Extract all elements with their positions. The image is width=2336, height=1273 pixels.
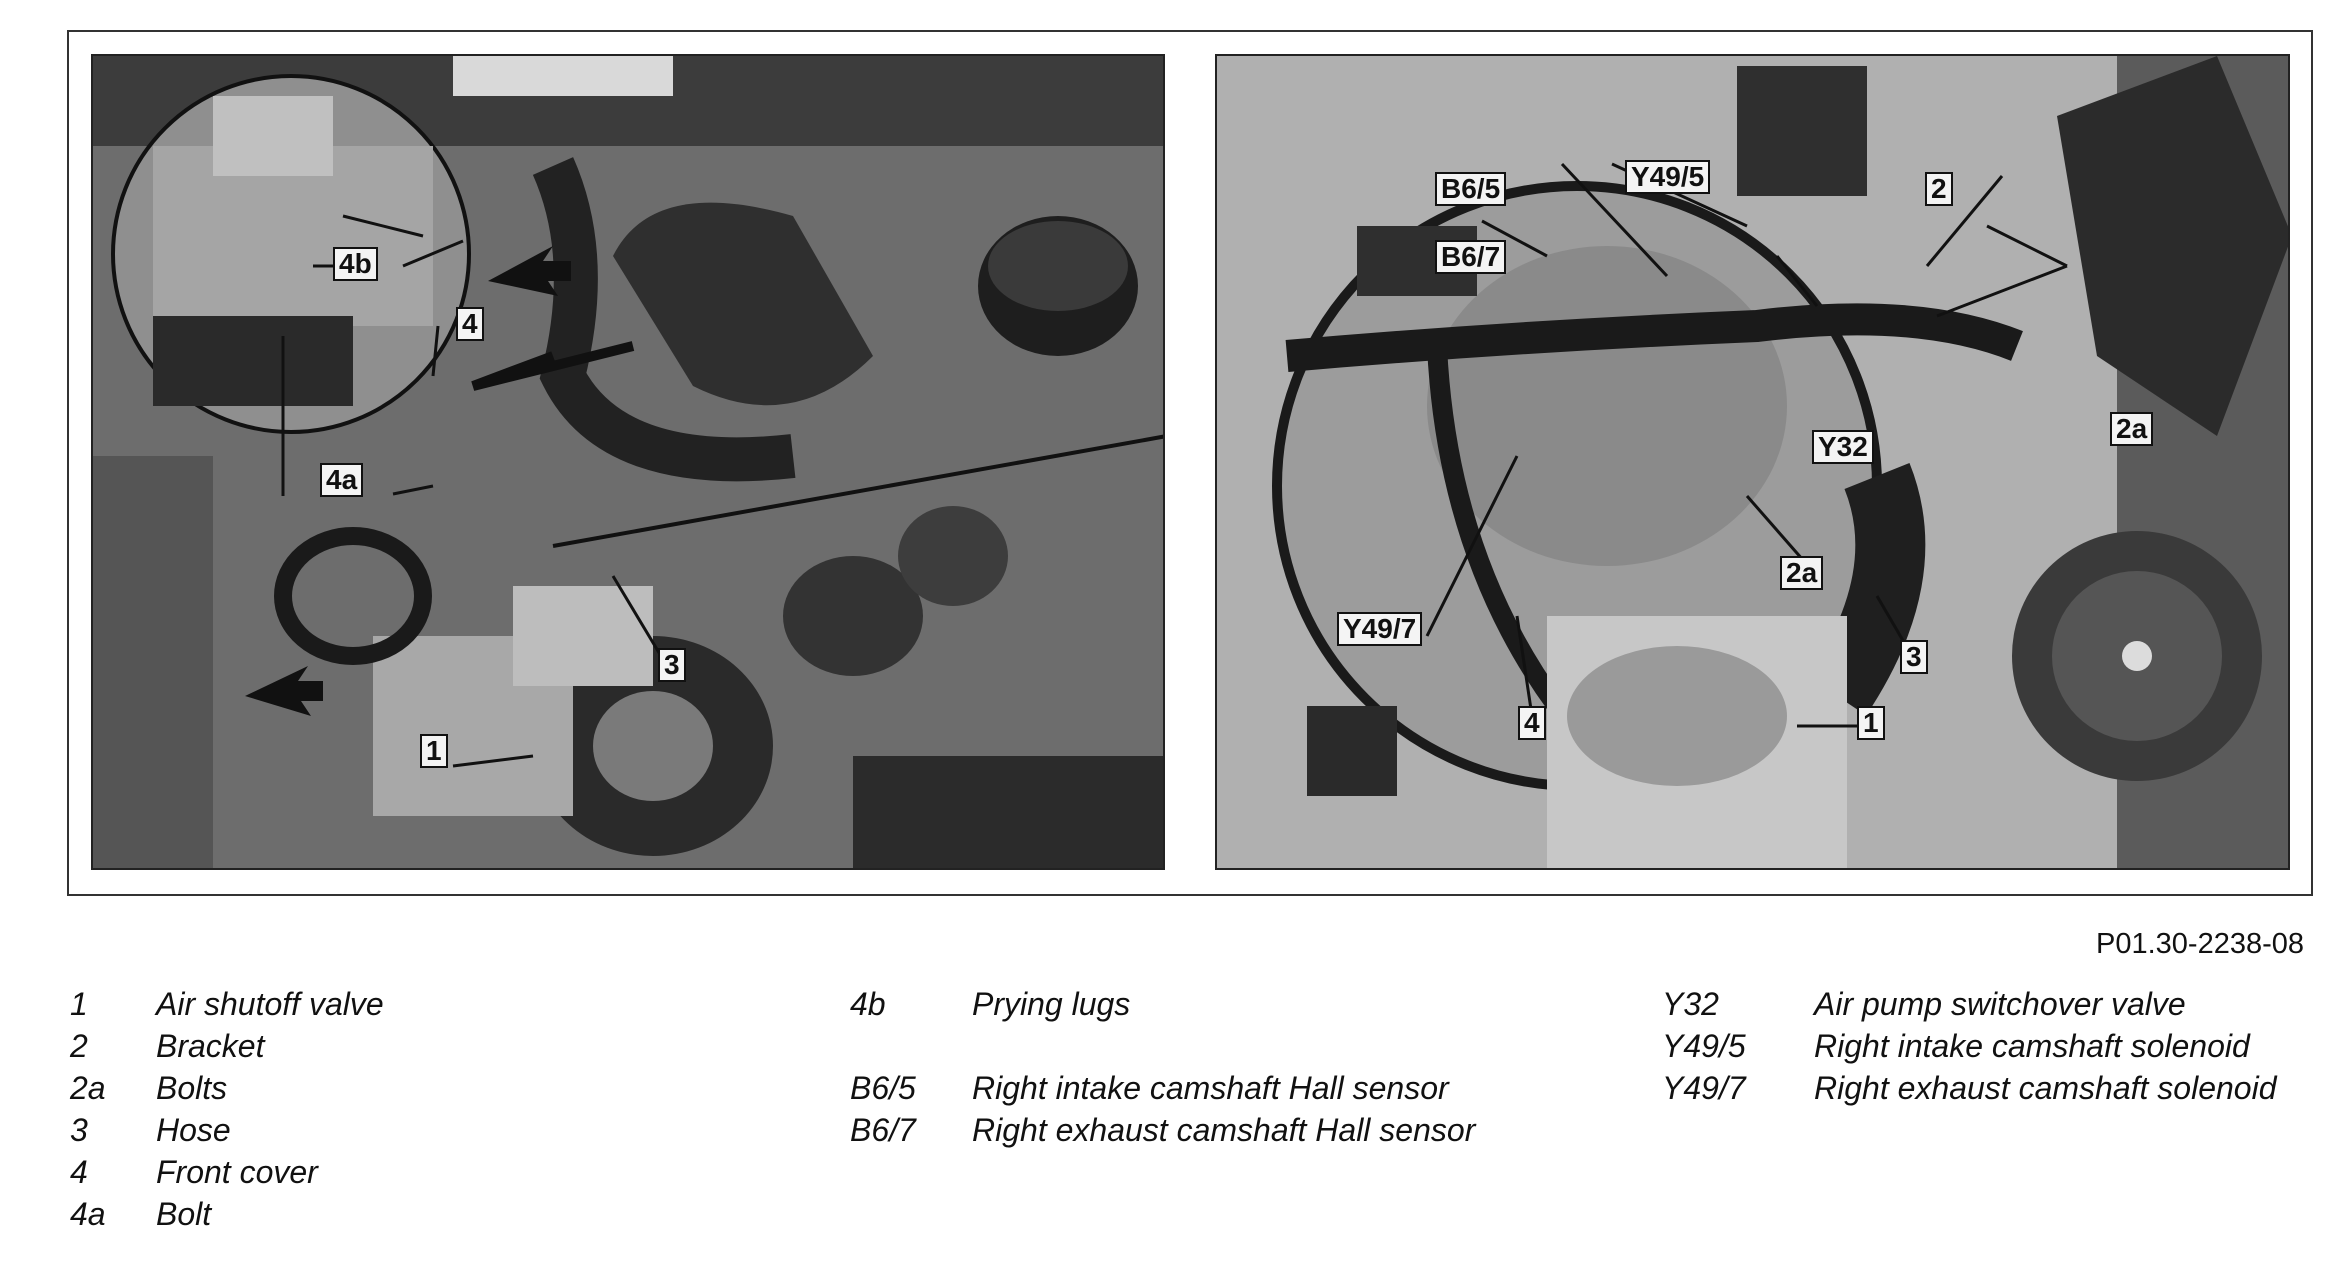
callout-2a-center: 2a xyxy=(1780,556,1824,590)
legend-row: 4a Bolt xyxy=(70,1196,770,1238)
legend-row: 1 Air shutoff valve xyxy=(70,986,770,1028)
legend-desc: Prying lugs xyxy=(972,986,1131,1022)
legend-code: 2a xyxy=(70,1070,106,1106)
legend-code: 1 xyxy=(70,986,88,1022)
legend-code: Y49/5 xyxy=(1662,1028,1746,1064)
legend-row: 2 Bracket xyxy=(70,1028,770,1070)
legend-code: 4a xyxy=(70,1196,106,1232)
legend-desc: Right intake camshaft solenoid xyxy=(1814,1028,2250,1064)
callout-b6-7: B6/7 xyxy=(1435,240,1507,274)
callout-y49-5: Y49/5 xyxy=(1625,160,1711,194)
legend-row: 2a Bolts xyxy=(70,1070,770,1112)
legend-desc: Front cover xyxy=(156,1154,318,1190)
legend-row: 3 Hose xyxy=(70,1112,770,1154)
legend-column-2: 4b Prying lugs B6/5 Right intake camshaft … xyxy=(850,986,1570,1154)
engine-photo-left xyxy=(91,54,1165,870)
legend-desc: Bolts xyxy=(156,1070,228,1106)
legend-code: 3 xyxy=(70,1112,88,1148)
callout-1: 1 xyxy=(420,734,448,768)
legend-desc: Right exhaust camshaft Hall sensor xyxy=(972,1112,1476,1148)
callout-4b: 4b xyxy=(333,247,378,281)
callout-4: 4 xyxy=(456,307,484,341)
legend-row: B6/7 Right exhaust camshaft Hall sensor xyxy=(850,1112,1570,1154)
legend-desc: Right intake camshaft Hall sensor xyxy=(972,1070,1449,1106)
legend-column-1: 1 Air shutoff valve 2 Bracket 2a Bolts 3 Hos… xyxy=(70,986,770,1238)
callout-y49-7: Y49/7 xyxy=(1337,612,1423,646)
legend-row: 4b Prying lugs xyxy=(850,986,1570,1028)
callout-3-right: 3 xyxy=(1900,640,1928,674)
drawing-code: P01.30-2238-08 xyxy=(2096,928,2304,960)
legend-code: Y32 xyxy=(1662,986,1719,1022)
legend-desc: Hose xyxy=(156,1112,231,1148)
engine-photo-right xyxy=(1215,54,2290,870)
legend-row xyxy=(850,1028,1570,1070)
legend-row: 4 Front cover xyxy=(70,1154,770,1196)
legend-code: 2 xyxy=(70,1028,88,1064)
legend-desc: Bracket xyxy=(156,1028,265,1064)
callout-4-right: 4 xyxy=(1518,706,1546,740)
callout-3: 3 xyxy=(658,648,686,682)
callout-2a-right: 2a xyxy=(2110,412,2154,446)
legend-row: Y49/7 Right exhaust camshaft solenoid xyxy=(1662,1070,2322,1112)
legend-desc: Bolt xyxy=(156,1196,212,1232)
legend-row: Y32 Air pump switchover valve xyxy=(1662,986,2322,1028)
legend-code: B6/7 xyxy=(850,1112,916,1148)
engine-illustration-right xyxy=(1217,56,2288,868)
callout-1-right: 1 xyxy=(1857,706,1885,740)
callout-2: 2 xyxy=(1925,172,1953,206)
legend-row: B6/5 Right intake camshaft Hall sensor xyxy=(850,1070,1570,1112)
legend-code: Y49/7 xyxy=(1662,1070,1746,1106)
callout-b6-5: B6/5 xyxy=(1435,172,1507,206)
legend-code: 4 xyxy=(70,1154,88,1190)
legend-row: Y49/5 Right intake camshaft solenoid xyxy=(1662,1028,2322,1070)
legend-desc: Air pump switchover valve xyxy=(1814,986,2186,1022)
legend-code: 4b xyxy=(850,986,886,1022)
legend-desc: Air shutoff valve xyxy=(156,986,384,1022)
callout-4a: 4a xyxy=(320,463,364,497)
engine-illustration-left xyxy=(93,56,1163,868)
legend-code: B6/5 xyxy=(850,1070,916,1106)
callout-y32: Y32 xyxy=(1812,430,1874,464)
legend-desc: Right exhaust camshaft solenoid xyxy=(1814,1070,2277,1106)
